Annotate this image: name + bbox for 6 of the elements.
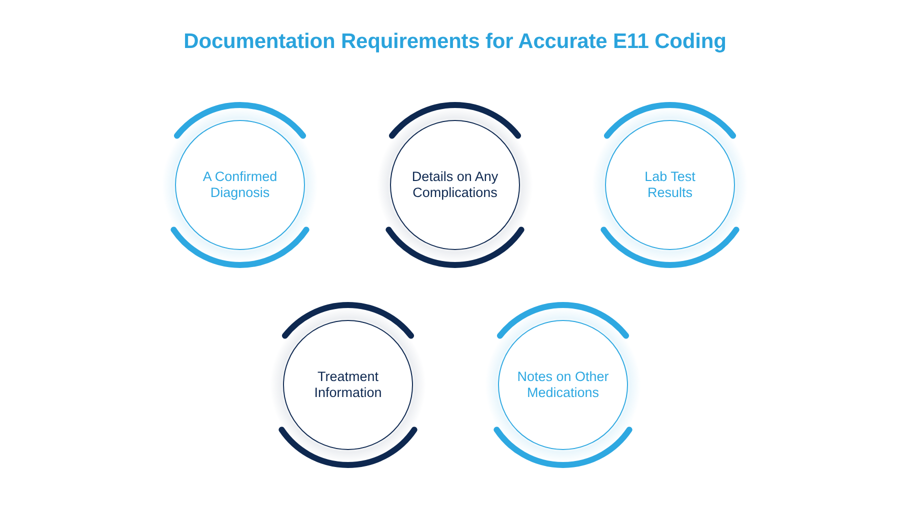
title: Documentation Requirements for Accurate E11 Coding [182, 30, 728, 54]
node-label: A Confirmed Diagnosis [202, 169, 278, 201]
node-label: Treatment Information [313, 369, 383, 401]
node-label: Lab Test Results [644, 169, 696, 201]
node-label: Details on Any Complications [410, 169, 500, 201]
node-label: Notes on Other Medications [516, 369, 610, 401]
